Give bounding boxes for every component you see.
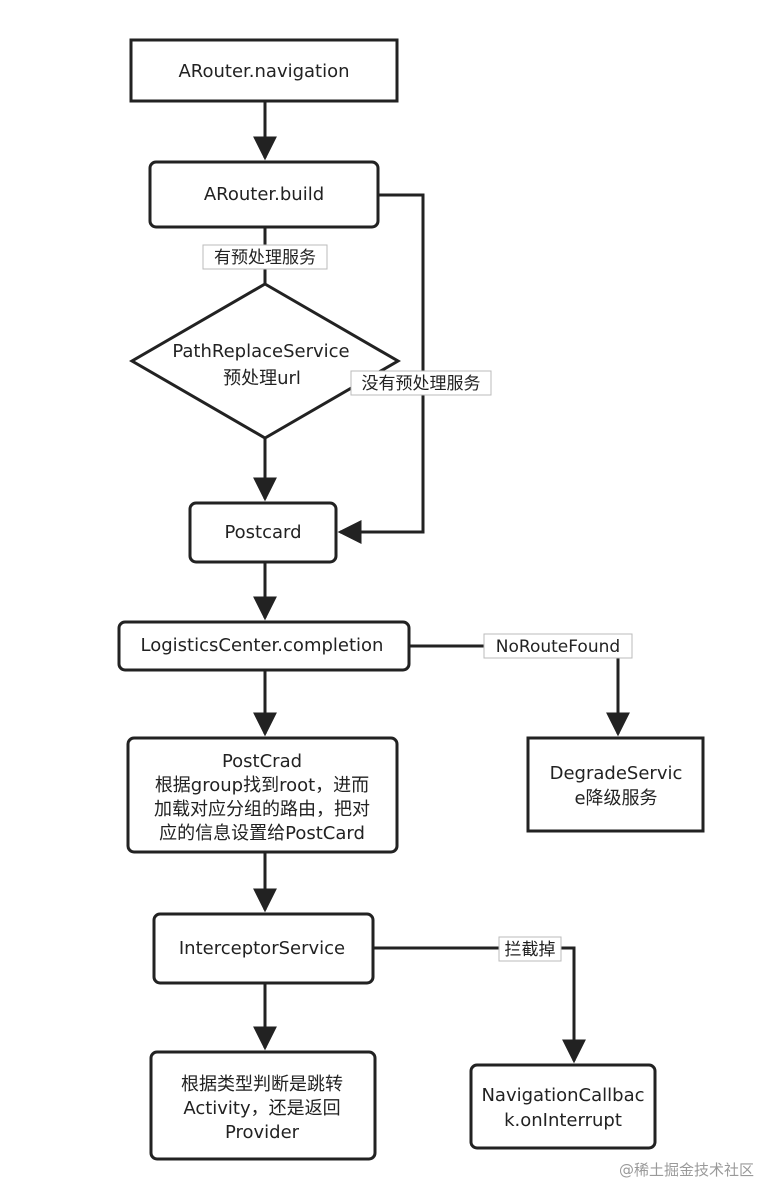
edge-label-text: 没有预处理服务 bbox=[362, 374, 481, 394]
node-navigation-callback: NavigationCallbac k.onInterrupt bbox=[469, 1063, 657, 1150]
node-label: ARouter.navigation bbox=[178, 61, 349, 82]
node-logistics-center: LogisticsCenter.completion bbox=[117, 620, 411, 672]
node-degrade-service: DegradeServic e降级服务 bbox=[526, 736, 705, 833]
node-label: 预处理url bbox=[223, 368, 301, 389]
node-label: Provider bbox=[225, 1122, 300, 1143]
node-interceptor-service: InterceptorService bbox=[152, 912, 375, 985]
node-postcrad-info: PostCrad 根据group找到root，进而 加载对应分组的路由，把对 应… bbox=[126, 736, 399, 854]
edge-interceptor-to-callback bbox=[373, 946, 586, 1064]
edge-logistics-to-degrade bbox=[409, 644, 630, 737]
node-label: PostCrad bbox=[222, 751, 302, 772]
edge-label-text: NoRouteFound bbox=[496, 637, 620, 657]
node-judge-type: 根据类型判断是跳转 Activity，还是返回 Provider bbox=[149, 1050, 377, 1161]
edge-label-text: 拦截掉 bbox=[505, 940, 556, 960]
node-arouter-build: ARouter.build bbox=[148, 160, 380, 229]
edge-label-intercepted: 拦截掉 bbox=[498, 936, 562, 962]
node-label: DegradeServic bbox=[550, 763, 683, 784]
node-postcard: Postcard bbox=[188, 501, 338, 564]
node-label: Postcard bbox=[224, 522, 301, 543]
node-label: Activity，还是返回 bbox=[183, 1098, 340, 1119]
watermark-text: @稀土掘金技术社区 bbox=[618, 1161, 754, 1179]
node-arouter-navigation: ARouter.navigation bbox=[129, 38, 399, 103]
edge-label-has-preprocess: 有预处理服务 bbox=[202, 244, 328, 270]
node-label: LogisticsCenter.completion bbox=[141, 635, 384, 656]
node-label: ARouter.build bbox=[204, 184, 324, 205]
node-label: 应的信息设置给PostCard bbox=[159, 823, 365, 844]
node-label: k.onInterrupt bbox=[504, 1110, 622, 1131]
node-label: PathReplaceService bbox=[172, 341, 349, 362]
node-path-replace-service: PathReplaceService 预处理url bbox=[129, 282, 401, 440]
node-label: InterceptorService bbox=[179, 938, 345, 959]
node-label: NavigationCallbac bbox=[481, 1085, 644, 1106]
node-label: 根据类型判断是跳转 bbox=[181, 1074, 343, 1095]
node-label: 加载对应分组的路由，把对 bbox=[154, 799, 370, 820]
node-label: 根据group找到root，进而 bbox=[155, 775, 369, 796]
edge-build-to-postcard-bypass bbox=[337, 193, 425, 544]
node-label: e降级服务 bbox=[574, 788, 657, 809]
edge-label-text: 有预处理服务 bbox=[214, 248, 316, 268]
edge-label-no-preprocess: 没有预处理服务 bbox=[350, 370, 492, 396]
edge-label-no-route-found: NoRouteFound bbox=[483, 633, 633, 659]
